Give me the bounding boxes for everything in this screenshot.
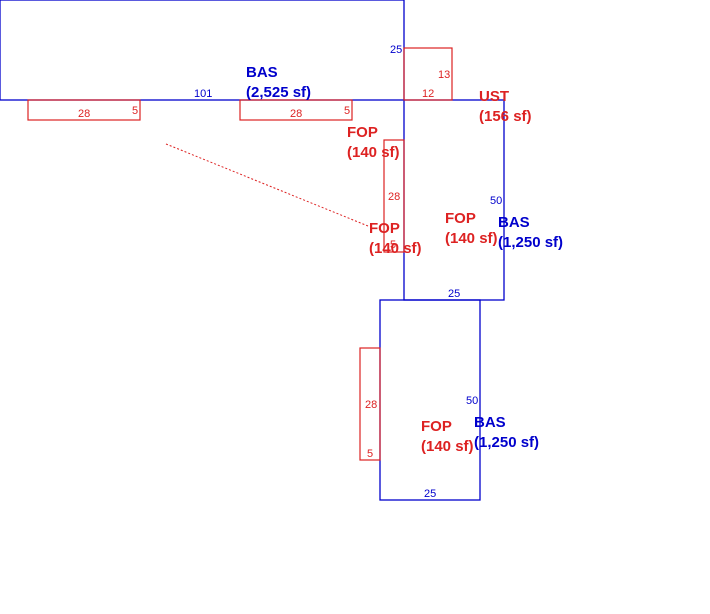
dim-bas-middle-height: 50 — [490, 195, 502, 207]
dim-bas-main-width: 101 — [194, 88, 212, 100]
dim-fop-lower-depth: 5 — [367, 448, 373, 460]
area-label-bas-middle: BAS (1,250 sf) — [498, 214, 563, 251]
fop-center-outline — [239, 99, 353, 121]
bas-lower-outline — [379, 299, 481, 501]
area-code: UST — [479, 88, 509, 105]
area-code: BAS — [498, 214, 530, 231]
fop-left-outline — [27, 99, 141, 121]
area-label-fop-leader: FOP (140 sf) — [369, 220, 422, 257]
area-size: (2,525 sf) — [246, 84, 311, 101]
dim-bas-main-height: 25 — [390, 44, 402, 56]
label-leader-line — [165, 143, 369, 227]
dim-fop-lower-length: 28 — [365, 399, 377, 411]
dim-bas-lower-height: 50 — [466, 395, 478, 407]
area-label-fop-upper: FOP (140 sf) — [347, 124, 400, 161]
dim-bas-lower-width: 25 — [424, 488, 436, 500]
area-code: BAS — [246, 64, 278, 81]
bas-middle-outline — [403, 99, 505, 301]
dim-fop-left-length: 28 — [78, 108, 90, 120]
area-size: (140 sf) — [445, 230, 498, 247]
dim-fop-left-depth: 5 — [132, 105, 138, 117]
dim-ust-height: 13 — [438, 69, 450, 81]
dim-ust-width: 12 — [422, 88, 434, 100]
fop-vertical-outline — [383, 139, 405, 253]
area-size: (156 sf) — [479, 108, 532, 125]
area-label-ust: UST (156 sf) — [479, 88, 532, 125]
area-size: (1,250 sf) — [498, 234, 563, 251]
area-size: (140 sf) — [421, 438, 474, 455]
area-label-bas-lower: BAS (1,250 sf) — [474, 414, 539, 451]
dim-fop-vertical-depth: 5 — [390, 239, 396, 251]
dim-fop-center-depth: 5 — [344, 105, 350, 117]
area-code: FOP — [369, 220, 400, 237]
dim-fop-vertical-length: 28 — [388, 191, 400, 203]
dim-bas-middle-width: 25 — [448, 288, 460, 300]
area-code: FOP — [347, 124, 378, 141]
area-code: FOP — [445, 210, 476, 227]
area-size: (140 sf) — [369, 240, 422, 257]
ust-outline — [403, 47, 453, 101]
bas-main-outline — [0, 0, 405, 101]
area-size: (1,250 sf) — [474, 434, 539, 451]
area-size: (140 sf) — [347, 144, 400, 161]
area-code: FOP — [421, 418, 452, 435]
fop-lower-outline — [359, 347, 381, 461]
area-label-bas-main: BAS (2,525 sf) — [246, 64, 311, 101]
area-code: BAS — [474, 414, 506, 431]
area-label-fop-lower: FOP (140 sf) — [421, 418, 474, 455]
dim-fop-center-length: 28 — [290, 108, 302, 120]
area-label-fop-middle: FOP (140 sf) — [445, 210, 498, 247]
